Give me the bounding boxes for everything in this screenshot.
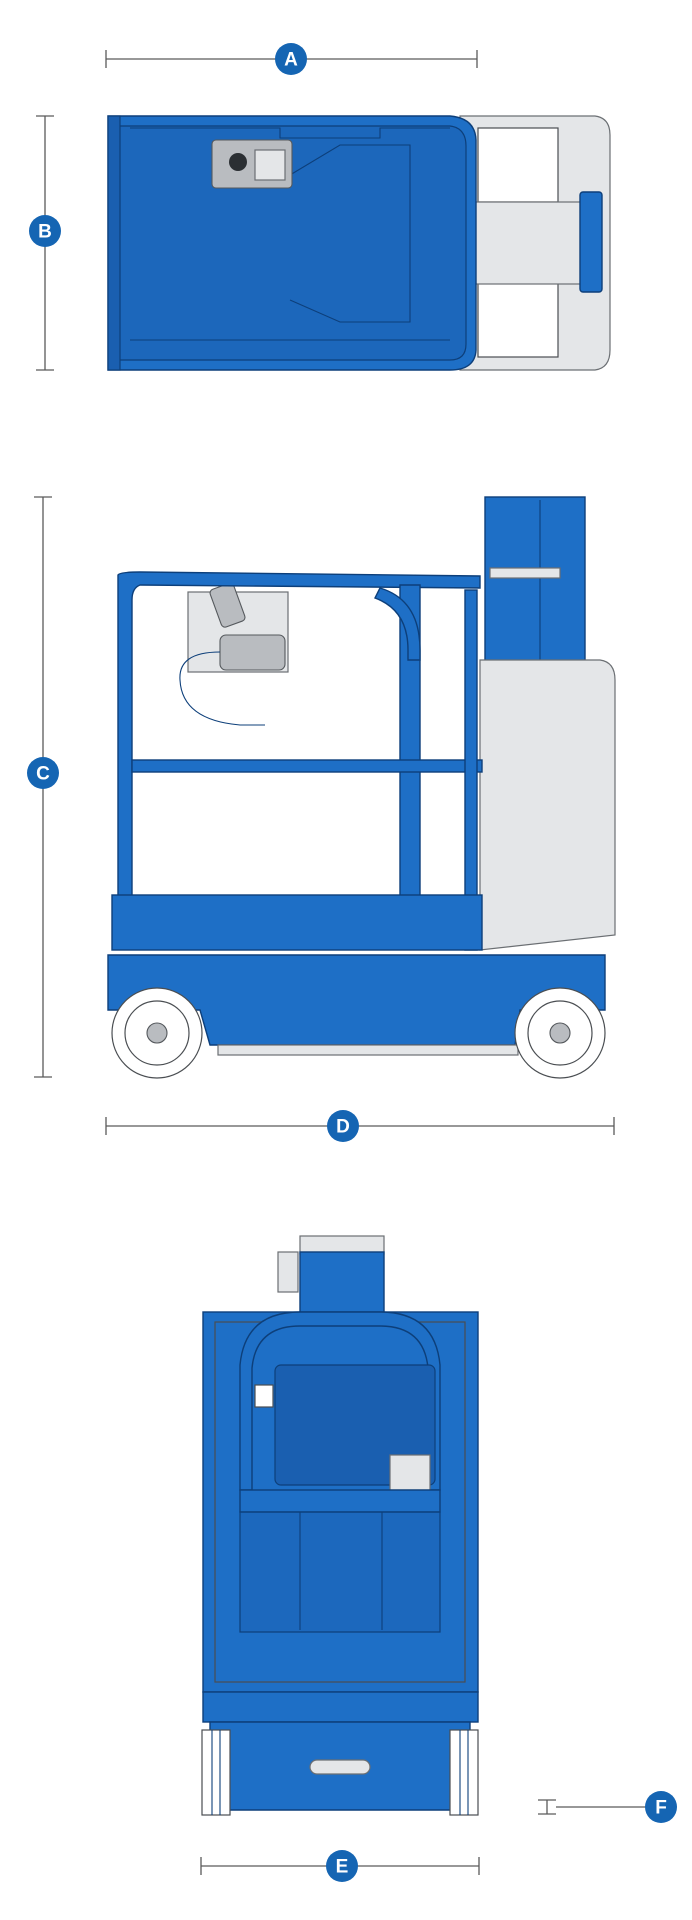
- rear-wheel: [111, 987, 203, 1079]
- dimension-d: D: [105, 1110, 615, 1142]
- badge-a: [275, 43, 307, 75]
- label-c: C: [36, 764, 50, 785]
- top-view: A B: [29, 43, 611, 371]
- label-d: D: [336, 1117, 350, 1138]
- dimension-c: C: [27, 496, 59, 1078]
- dimension-b: B: [29, 115, 61, 371]
- dimension-e: E: [200, 1850, 480, 1882]
- mast-shelf: [489, 567, 561, 579]
- left-rear-wheel: [201, 1729, 231, 1816]
- mid-rail: [131, 759, 483, 773]
- dimension-f: F: [538, 1791, 677, 1823]
- badge-f: [645, 1791, 677, 1823]
- label-e: E: [336, 1857, 349, 1878]
- platform-top: [107, 115, 611, 371]
- label-b: B: [38, 222, 52, 243]
- platform-deck: [111, 894, 483, 951]
- rear-view: [201, 1235, 479, 1816]
- front-wheel: [514, 987, 606, 1079]
- dimension-a: A: [105, 43, 478, 75]
- badge-e: [326, 1850, 358, 1882]
- badge-d: [327, 1110, 359, 1142]
- label-f: F: [655, 1798, 667, 1819]
- label-a: A: [284, 50, 298, 71]
- side-view: C: [27, 496, 616, 1142]
- power-unit: [479, 659, 616, 951]
- right-rear-wheel: [449, 1729, 479, 1816]
- guardrail-frame: [117, 571, 481, 946]
- mast: [484, 496, 586, 668]
- badge-b: [29, 215, 61, 247]
- badge-c: [27, 757, 59, 789]
